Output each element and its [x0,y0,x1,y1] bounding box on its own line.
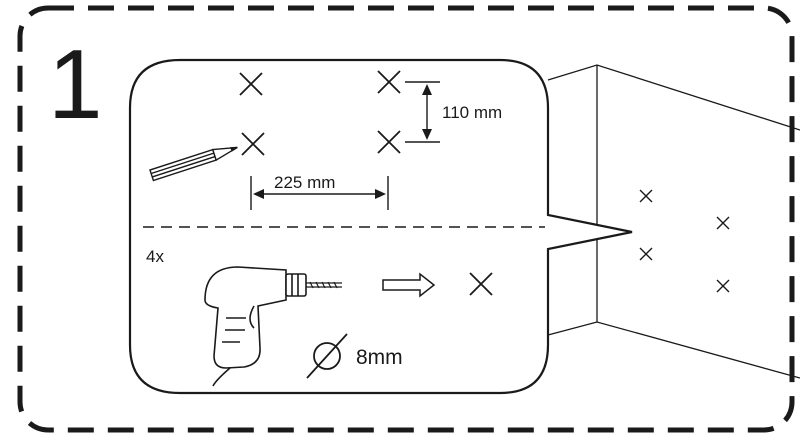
cross-mark-icon [241,132,265,156]
vertical-spacing-label: 110 mm [442,103,502,122]
drill-bit [306,281,342,289]
drill-icon [204,266,307,369]
cross-mark-icon [639,247,653,261]
wall-top-edge [547,64,800,131]
cross-mark-icon [377,130,401,154]
wall-marks [639,189,730,293]
hole-count-label: 4x [146,247,164,266]
arrow-right-icon [382,272,436,298]
step-frame [17,5,795,433]
vertical-dimension [405,81,440,143]
drill-trigger [249,305,255,329]
marking-crosses [239,70,401,156]
horizontal-spacing-label: 225 mm [274,173,335,192]
horizontal-dimension [250,176,389,210]
cross-mark-icon [716,279,730,293]
cross-mark-icon [469,272,493,296]
wall-illustration [547,64,800,379]
step-number: 1 [48,29,103,139]
cross-mark-icon [377,70,401,94]
cross-mark-icon [639,189,653,203]
drill-cable [212,367,231,387]
diameter-label: 8mm [356,346,403,369]
drill-chuck [285,273,307,297]
wall-bottom-edge [547,321,800,379]
diameter-icon [306,333,348,379]
cross-mark-icon [716,216,730,230]
cross-mark-icon [239,72,263,96]
pencil-icon [149,146,238,182]
